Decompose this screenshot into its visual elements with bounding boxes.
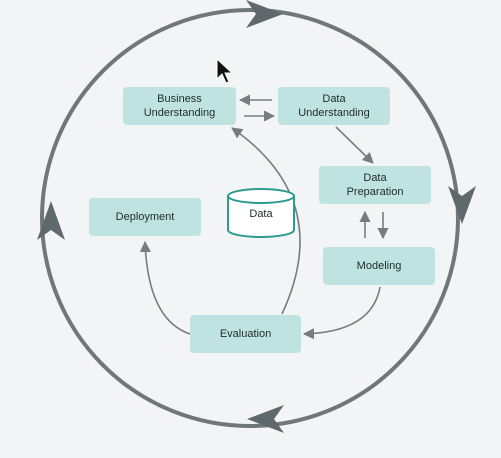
data-store-label: Data xyxy=(249,208,273,220)
node-business-understanding[interactable]: Business Understanding xyxy=(123,87,236,125)
node-data-understanding[interactable]: Data Understanding xyxy=(278,87,390,125)
node-deployment[interactable]: Deployment xyxy=(89,198,201,236)
node-modeling[interactable]: Modeling xyxy=(323,247,435,285)
cycle-arrowhead-icon xyxy=(448,186,476,224)
node-data-preparation[interactable]: Data Preparation xyxy=(319,166,431,204)
database-icon xyxy=(227,188,295,238)
arrow-eval-to-dep xyxy=(139,240,191,335)
outer-cycle-ring xyxy=(40,8,460,428)
cycle-arrowhead-icon xyxy=(247,405,284,433)
cycle-arrowhead-icon xyxy=(246,0,283,28)
arrow-du-to-dp xyxy=(335,126,374,164)
arrow-mod-to-eval xyxy=(302,286,381,340)
cycle-arrowhead-icon xyxy=(37,201,65,240)
mouse-pointer-icon xyxy=(216,58,234,84)
arrow-eval-to-bu xyxy=(231,127,301,315)
node-evaluation[interactable]: Evaluation xyxy=(190,315,301,353)
